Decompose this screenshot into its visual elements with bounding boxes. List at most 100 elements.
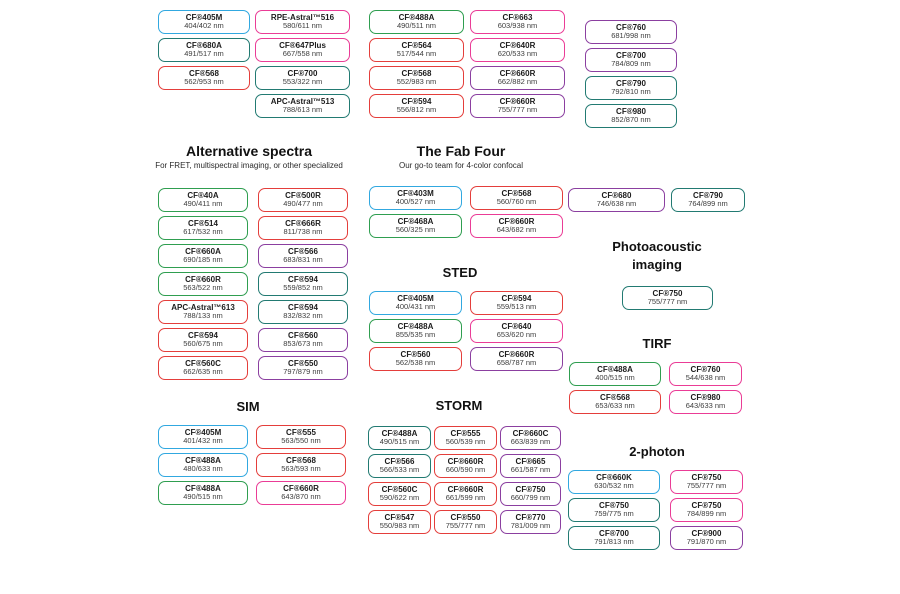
dye-wavelengths: 792/810 nm — [611, 87, 651, 97]
alternative-spectra-title: Alternative spectra — [185, 143, 313, 159]
dye-wavelengths: 855/535 nm — [395, 330, 436, 340]
dye-wavelengths: 653/620 nm — [496, 330, 537, 340]
dye-wavelengths: 643/870 nm — [281, 492, 321, 502]
dye-name: CF®564 — [401, 41, 432, 51]
dye-wavelengths: 784/899 nm — [686, 509, 727, 519]
photoacoustic-title-line: imaging — [632, 257, 682, 272]
dye-wavelengths: 661/599 nm — [445, 493, 486, 503]
dye-name: CF®555 — [286, 428, 316, 438]
dye-wavelengths: 788/133 nm — [183, 311, 223, 321]
dye-name: CF®403M — [397, 189, 434, 199]
dye-wavelengths: 401/432 nm — [183, 436, 223, 446]
dye-name: CF®560C — [381, 485, 418, 495]
dye-wavelengths: 662/882 nm — [497, 77, 538, 87]
dye-name: CF®660A — [185, 247, 221, 257]
dye-wavelengths: 562/953 nm — [184, 77, 224, 87]
dye-name: CF®700 — [287, 69, 318, 79]
dye-wavelengths: 667/558 nm — [282, 49, 323, 59]
dye-wavelengths: 746/638 nm — [596, 199, 637, 209]
dye-wavelengths: 755/777 nm — [686, 481, 727, 491]
dye-wavelengths: 660/799 nm — [510, 493, 551, 503]
dye-name: CF®500R — [285, 191, 321, 201]
dye-wavelengths: 559/513 nm — [496, 302, 537, 312]
dye-wavelengths: 550/983 nm — [379, 521, 420, 531]
dye-name: CF®665 — [515, 457, 546, 467]
dye-name: CF®666R — [285, 219, 321, 229]
dye-name: CF®660C — [512, 429, 549, 439]
dye-wavelengths: 590/622 nm — [379, 493, 420, 503]
dye-name: CF®405M — [184, 428, 222, 438]
dye-wavelengths: 603/938 nm — [497, 21, 538, 31]
dye-wavelengths: 620/533 nm — [497, 49, 538, 59]
dye-wavelengths: 643/682 nm — [496, 225, 537, 235]
dye-wavelengths: 853/673 nm — [283, 339, 323, 349]
dye-name: CF®640 — [501, 322, 532, 332]
dye-wavelengths: 556/812 nm — [396, 105, 437, 115]
dye-wavelengths: 643/633 nm — [685, 401, 726, 411]
fab-four-subtitle: Our go-to team for 4-color confocal — [398, 161, 524, 170]
dye-name: CF®700 — [599, 529, 629, 539]
dye-name: CF®900 — [691, 529, 722, 539]
dye-wavelengths: 755/777 nm — [445, 521, 486, 531]
dye-name: CF®594 — [288, 303, 318, 313]
dye-name: CF®640R — [499, 41, 536, 51]
dye-name: CF®568 — [189, 69, 219, 79]
dye-name: CF®980 — [616, 107, 646, 117]
dye-wavelengths: 560/675 nm — [183, 339, 223, 349]
dye-wavelengths: 400/527 nm — [395, 197, 436, 207]
dye-name: CF®700 — [616, 51, 646, 61]
dye-wavelengths: 490/515 nm — [183, 492, 223, 502]
dye-name: CF®40A — [187, 191, 219, 201]
dye-wavelengths: 490/477 nm — [283, 199, 323, 209]
dye-wavelengths: 560/760 nm — [496, 197, 537, 207]
dye-name: CF®680A — [186, 41, 222, 51]
dye-name: CF®405M — [185, 13, 223, 23]
dye-name: CF®568 — [600, 393, 630, 403]
dye-name: CF®660R — [283, 484, 319, 494]
dye-name: CF®750 — [515, 485, 546, 495]
dye-wavelengths: 791/870 nm — [686, 537, 727, 547]
dye-name: CF®760 — [690, 365, 721, 375]
dye-name: CF®594 — [501, 294, 532, 304]
dye-name: CF®555 — [450, 429, 481, 439]
dye-name: CF®660R — [499, 69, 536, 79]
dye-wavelengths: 832/832 nm — [283, 311, 323, 321]
dye-wavelengths: 653/633 nm — [595, 401, 635, 411]
dye-name: CF®550 — [288, 359, 318, 369]
dye-wavelengths: 663/839 nm — [510, 437, 551, 447]
dye-wavelengths: 517/544 nm — [396, 49, 437, 59]
